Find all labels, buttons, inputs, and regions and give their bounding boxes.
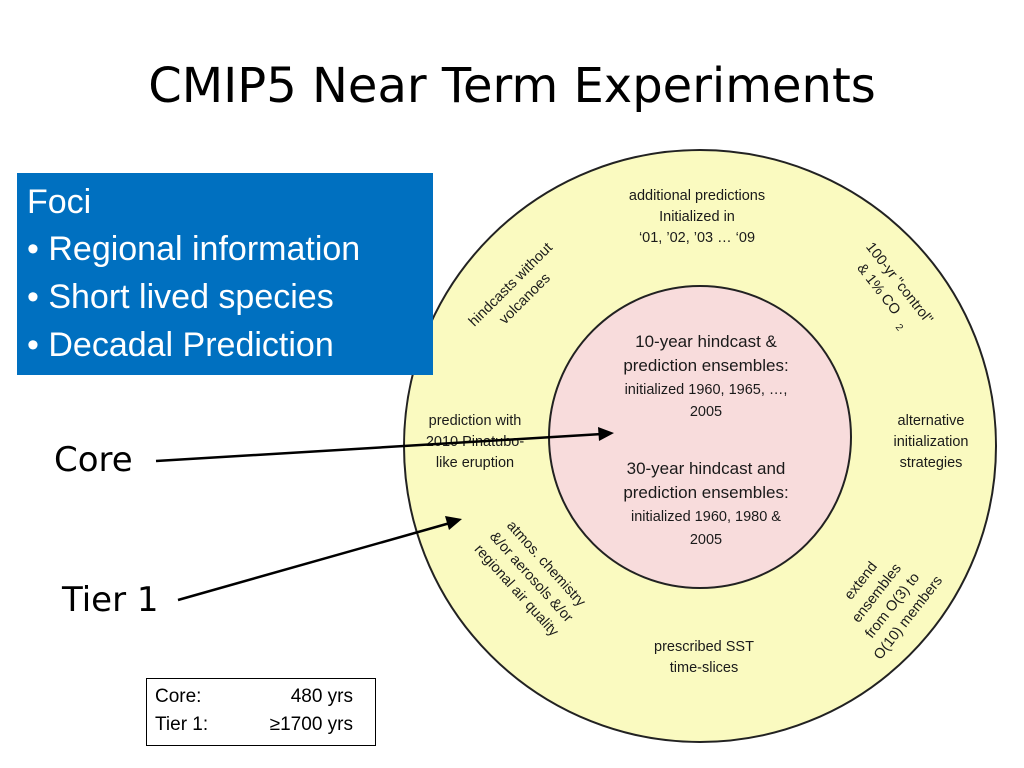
ring-additional-line2: Initialized in (659, 209, 735, 225)
core-block2-line2: prediction ensembles: (623, 483, 788, 502)
core-block1-line3: initialized 1960, 1965, …, (625, 382, 788, 398)
ring-alternative-line2: initialization (894, 434, 969, 450)
foci-item-decadal: • Decadal Prediction (27, 326, 334, 364)
core-block2-line1: 30-year hindcast and (627, 459, 786, 478)
tier1-arrowhead (445, 516, 462, 530)
ring-pinatubo-line1: prediction with (429, 413, 522, 429)
ring-control-subscript: 2 (893, 322, 905, 334)
ring-alternative-line1: alternative (898, 413, 965, 429)
legend-row-core: Core: 480 yrs (155, 683, 367, 711)
legend-box: Core: 480 yrs Tier 1: ≥1700 yrs (146, 678, 376, 746)
tier1-callout-label: Tier 1 (62, 580, 159, 620)
core-block1-line1: 10-year hindcast & (635, 332, 777, 351)
ring-pinatubo-line3: like eruption (436, 455, 514, 471)
core-block1-line4: 2005 (690, 404, 722, 420)
foci-item-regional: • Regional information (27, 230, 361, 268)
ring-additional-line3: ‘01, ’02, ’03 … ‘09 (639, 230, 755, 246)
legend-row-tier1: Tier 1: ≥1700 yrs (155, 711, 367, 739)
legend-core-label: Core: (155, 686, 202, 707)
tier1-arrow (177, 521, 451, 602)
core-block1-line2: prediction ensembles: (623, 356, 788, 375)
foci-heading: Foci (27, 183, 92, 221)
legend-core-value: 480 yrs (290, 686, 353, 707)
legend-tier1-label: Tier 1: (155, 714, 209, 735)
ring-additional-line1: additional predictions (629, 188, 765, 204)
legend-tier1-value: ≥1700 yrs (269, 714, 353, 735)
foci-box: Foci • Regional information • Short live… (17, 173, 433, 375)
core-arrow (155, 432, 603, 463)
core-block2-line3: initialized 1960, 1980 & (631, 509, 781, 525)
foci-item-short-lived: • Short lived species (27, 278, 334, 316)
core-arrowhead (598, 427, 614, 441)
ring-sst-line2: time-slices (670, 660, 738, 676)
slide-title: CMIP5 Near Term Experiments (148, 58, 876, 114)
ring-alternative-line3: strategies (900, 455, 963, 471)
core-callout-label: Core (54, 440, 133, 480)
core-block2-line4: 2005 (690, 532, 722, 548)
ring-sst-line1: prescribed SST (654, 639, 754, 655)
